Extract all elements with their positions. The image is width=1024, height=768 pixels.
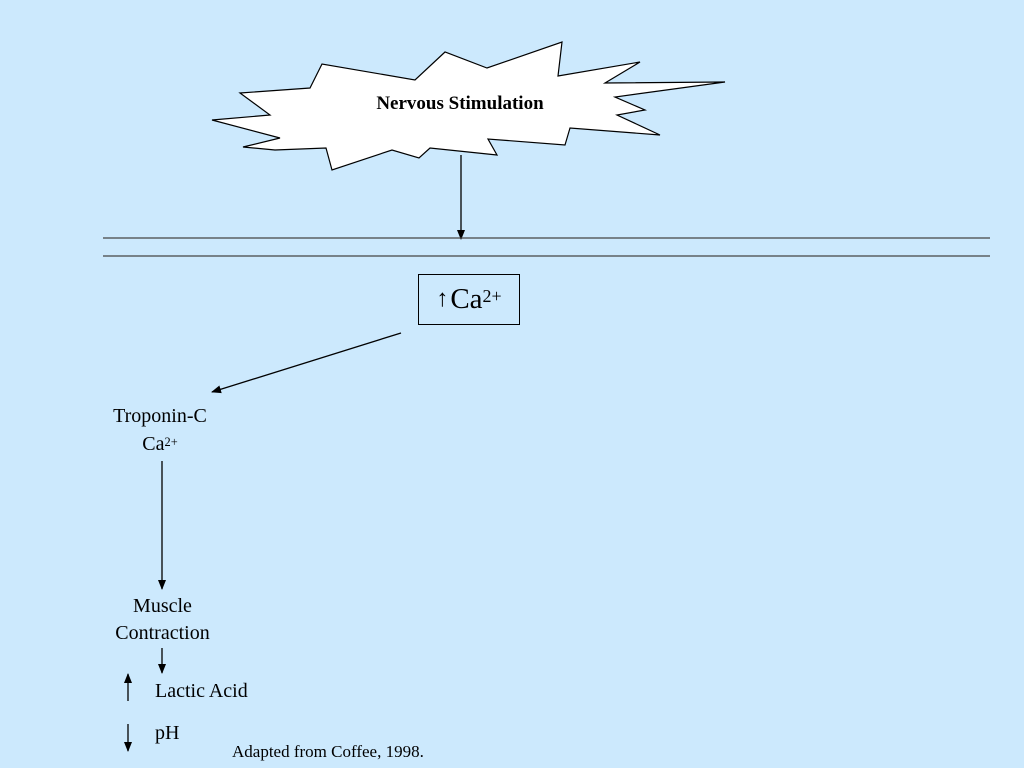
calcium-charge: 2+ — [482, 286, 502, 307]
contraction-label: Contraction — [115, 622, 210, 644]
troponin-node: Troponin-C Ca2+ — [80, 402, 240, 458]
starburst-shape — [211, 41, 726, 171]
ph-label: pH — [155, 722, 180, 744]
muscle-label: Muscle — [133, 595, 192, 617]
calcium-to-troponin-arrow — [211, 332, 402, 394]
source-credit: Adapted from Coffee, 1998. — [232, 742, 424, 761]
troponin-name: Troponin-C — [113, 405, 207, 427]
calcium-symbol: Ca — [450, 283, 483, 315]
muscle-contraction-node: Muscle Contraction — [80, 593, 245, 647]
troponin-ion: Ca2+ — [142, 433, 178, 455]
nervous-stimulation-label: Nervous Stimulation — [376, 93, 544, 114]
up-arrow-icon: ↑ — [436, 286, 449, 312]
lactic-acid-label: Lactic Acid — [155, 680, 248, 702]
